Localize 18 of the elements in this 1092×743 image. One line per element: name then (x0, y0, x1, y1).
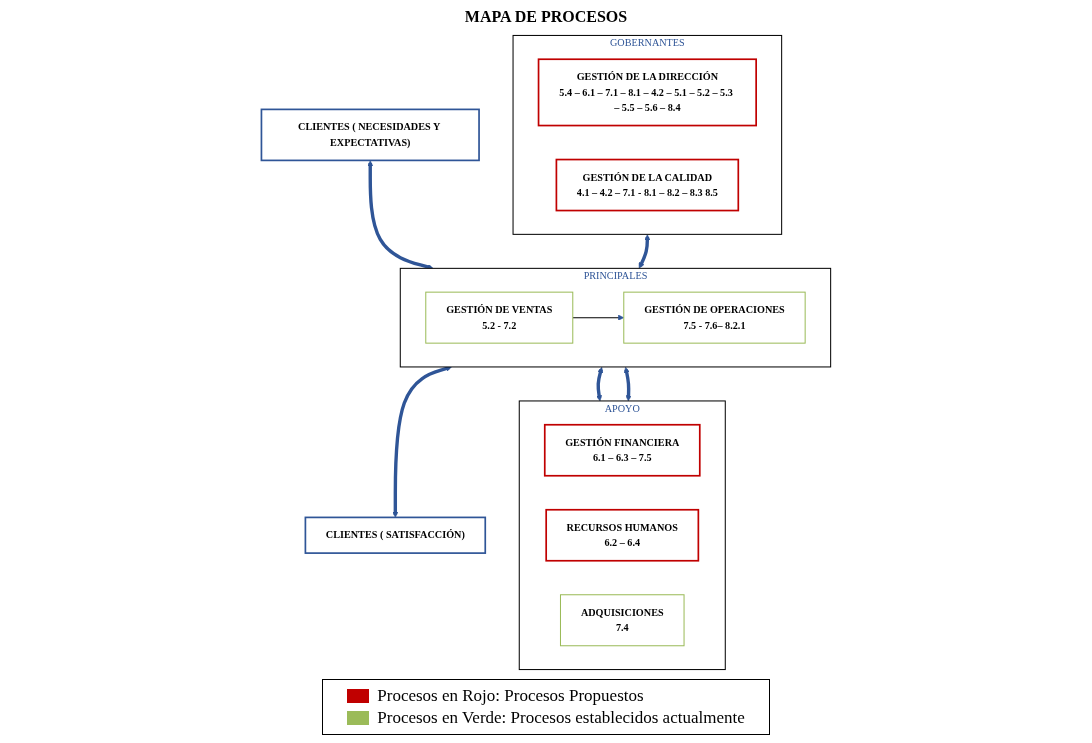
node-box: GESTIÓN DE LA CALIDAD 4.1 – 4.2 – 7.1 - 8.1 – 8.2 – 8.3 8.5 (555, 158, 740, 212)
arrow (623, 366, 632, 402)
node-box: GESTIÓN DE VENTAS 5.2 - 7.2 (425, 291, 574, 344)
legend-text: Procesos en Rojo: Procesos Propuestos (377, 686, 644, 706)
node-box: GESTIÓN DE OPERACIONES 7.5 - 7.6– 8.2.1 (623, 291, 806, 344)
node-box: GESTIÓN FINANCIERA 6.1 – 6.3 – 7.5 (543, 423, 701, 477)
node-box: GESTIÓN DE LA DIRECCIÓN 5.4 – 6.1 – 7.1 – 8.1 – 4.2 – 5.1 – 5.2 – 5.3 – 5.5 – 5.6 – 8.4 (537, 58, 757, 127)
node-box: CLIENTES ( SATISFACCIÓN) (304, 516, 487, 554)
legend-text: Procesos en Verde: Procesos establecidos actualmente (377, 708, 745, 728)
arrow (392, 365, 452, 518)
arrow (572, 314, 624, 321)
node-box: CLIENTES ( NECESIDADES Y EXPECTATIVAS) (260, 108, 480, 162)
arrow (367, 160, 434, 270)
arrow (638, 234, 651, 269)
diagram-title: MAPA DE PROCESOS (464, 8, 628, 26)
node-box: ADQUISICIONES 7.4 (559, 594, 685, 647)
node-box: RECURSOS HUMANOS 6.2 – 6.4 (545, 508, 700, 562)
arrow (596, 366, 604, 402)
